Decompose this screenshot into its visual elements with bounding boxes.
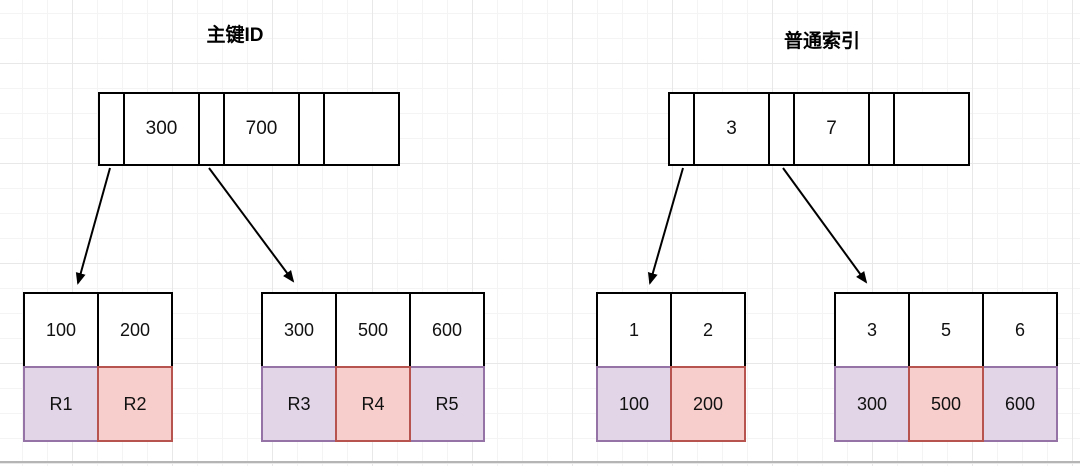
leaf-record-row: 300 500 600	[834, 366, 1058, 442]
leaf-record-cell: R4	[335, 366, 411, 442]
leaf-key-cell: 200	[97, 292, 173, 368]
leaf-record-row: R3 R4 R5	[261, 366, 485, 442]
leaf-record-cell: 500	[908, 366, 984, 442]
leaf-record-cell: R1	[23, 366, 99, 442]
leaf-key-cell: 2	[670, 292, 746, 368]
primary-leaf-node-2: 300 500 600 R3 R4 R5	[261, 292, 485, 442]
root-pointer-cell	[670, 94, 695, 164]
leaf-key-row: 1 2	[596, 292, 746, 368]
leaf-key-cell: 5	[908, 292, 984, 368]
root-key-cell: 300	[125, 94, 200, 164]
leaf-record-row: R1 R2	[23, 366, 173, 442]
leaf-key-row: 3 5 6	[834, 292, 1058, 368]
root-key-cell: 3	[695, 94, 770, 164]
root-key-cell	[895, 94, 968, 164]
root-pointer-cell	[100, 94, 125, 164]
root-key-cell: 7	[795, 94, 870, 164]
leaf-key-row: 100 200	[23, 292, 173, 368]
leaf-key-cell: 6	[982, 292, 1058, 368]
root-key-cell	[325, 94, 398, 164]
leaf-key-cell: 1	[596, 292, 672, 368]
root-pointer-cell	[300, 94, 325, 164]
arrow-primary-left	[75, 167, 111, 285]
leaf-key-cell: 600	[409, 292, 485, 368]
root-pointer-cell	[770, 94, 795, 164]
root-pointer-cell	[200, 94, 225, 164]
leaf-key-cell: 100	[23, 292, 99, 368]
leaf-record-cell: 100	[596, 366, 672, 442]
secondary-leaf-node-1: 1 2 100 200	[596, 292, 746, 442]
primary-key-title: 主键ID	[206, 25, 264, 46]
secondary-index-title: 普通索引	[783, 31, 860, 52]
leaf-key-cell: 3	[834, 292, 910, 368]
leaf-key-row: 300 500 600	[261, 292, 485, 368]
leaf-record-cell: 300	[834, 366, 910, 442]
root-pointer-cell	[870, 94, 895, 164]
primary-root-node: 300 700	[98, 92, 400, 166]
root-key-cell: 700	[225, 94, 300, 164]
leaf-record-cell: 600	[982, 366, 1058, 442]
leaf-key-cell: 500	[335, 292, 411, 368]
leaf-key-cell: 300	[261, 292, 337, 368]
leaf-record-cell: R2	[97, 366, 173, 442]
leaf-record-row: 100 200	[596, 366, 746, 442]
leaf-record-cell: R5	[409, 366, 485, 442]
leaf-record-cell: R3	[261, 366, 337, 442]
primary-leaf-node-1: 100 200 R1 R2	[23, 292, 173, 442]
secondary-root-node: 3 7	[668, 92, 970, 166]
arrow-primary-right	[208, 167, 295, 283]
secondary-leaf-node-2: 3 5 6 300 500 600	[834, 292, 1058, 442]
canvas-bottom-border	[0, 461, 1080, 463]
arrow-secondary-left	[647, 167, 684, 285]
leaf-record-cell: 200	[670, 366, 746, 442]
arrow-secondary-right	[782, 167, 868, 284]
